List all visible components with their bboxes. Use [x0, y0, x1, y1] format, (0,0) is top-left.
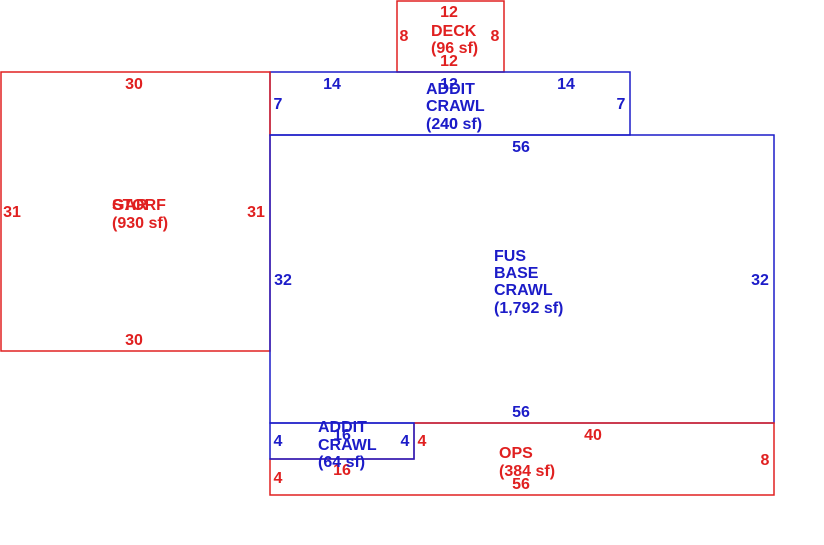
fus-base-crawl-section[interactable]: 56 56 32 32 FUS BASE CRAWL (1,792 sf)	[269, 134, 775, 424]
addit-top-label-area: (240 sf)	[426, 116, 482, 133]
fus-dim-left: 32	[274, 272, 292, 289]
addit-top-dim-right: 7	[617, 96, 626, 113]
garage-dim-left: 31	[3, 204, 21, 221]
addit-top-label-line2: CRAWL	[426, 98, 485, 115]
fus-label-line2: BASE	[494, 265, 539, 282]
ops-dim-left-bottom: 16	[333, 462, 351, 479]
addit-bottom-label-line2: CRAWL	[318, 437, 377, 454]
ops-label-area: (384 sf)	[499, 463, 555, 480]
addit-crawl-bottom-section[interactable]: 16 4 4 ADDIT CRAWL (64 sf)	[269, 419, 415, 471]
addit-top-dim-top-center: 12	[440, 76, 458, 93]
addit-bottom-dim-top: 16	[333, 427, 351, 444]
garage-dim-top: 30	[125, 76, 143, 93]
garage-dim-right: 31	[247, 204, 265, 221]
deck-section[interactable]: 12 12 8 8 DECK (96 sf)	[396, 0, 505, 73]
ops-dim-bottom: 56	[512, 476, 530, 493]
deck-dim-bottom: 12	[440, 53, 458, 70]
garage-section[interactable]: 30 30 31 31 GAR STORF (930 sf)	[0, 71, 271, 352]
deck-label-name: DECK	[431, 23, 477, 40]
addit-top-label-line1: ADDIT	[426, 81, 475, 98]
garage-label-storf: STORF	[112, 197, 166, 214]
ops-dim-left: 4	[274, 470, 283, 487]
ops-dim-top: 40	[584, 427, 602, 444]
fus-label-line1: FUS	[494, 248, 526, 265]
deck-label-area: (96 sf)	[431, 40, 478, 57]
ops-dim-right-small: 4	[418, 433, 427, 450]
deck-dim-right: 8	[491, 28, 500, 45]
fus-label-area: (1,792 sf)	[494, 300, 563, 317]
addit-bottom-label-line1: ADDIT	[318, 419, 367, 436]
addit-bottom-label-area: (64 sf)	[318, 454, 365, 471]
fus-dim-top: 56	[512, 139, 530, 156]
fus-dim-bottom: 56	[512, 404, 530, 421]
addit-bottom-dim-left: 4	[274, 433, 283, 450]
deck-dim-left: 8	[400, 28, 409, 45]
garage-label-gar: GAR	[112, 197, 148, 214]
addit-top-dim-top-right: 14	[557, 76, 575, 93]
addit-crawl-top-section[interactable]: 14 12 14 40 7 7 ADDIT CRAWL (240 sf)	[269, 71, 631, 136]
addit-top-dim-top-left: 14	[323, 76, 341, 93]
ops-dim-right: 8	[761, 452, 770, 469]
garage-dim-bottom: 30	[125, 332, 143, 349]
ops-label-name: OPS	[499, 445, 533, 462]
addit-crawl-bottom-outline	[269, 422, 415, 460]
addit-top-dim-left: 7	[274, 96, 283, 113]
garage-label-area: (930 sf)	[112, 215, 168, 232]
deck-dim-top: 12	[440, 4, 458, 21]
addit-bottom-dim-right: 4	[401, 433, 410, 450]
fus-label-line3: CRAWL	[494, 282, 553, 299]
addit-top-dim-bottom: 40	[440, 116, 458, 133]
fus-dim-right: 32	[751, 272, 769, 289]
